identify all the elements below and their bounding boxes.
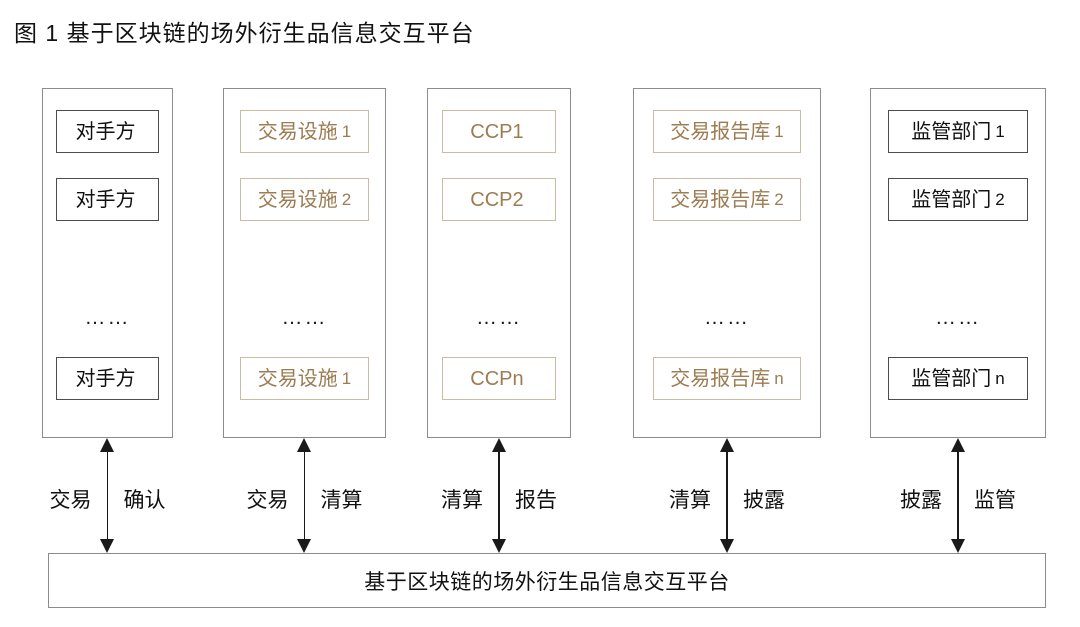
column-body: 对手方 对手方 …… 对手方 (43, 89, 172, 437)
arrow-down-head-icon (491, 539, 506, 553)
arrow-label-right: 报告 (515, 489, 557, 512)
arrow-down-head-icon (950, 539, 965, 553)
node-label: 对手方 (75, 120, 136, 143)
node-box: 对手方 (55, 357, 160, 400)
node-index: 1 (774, 122, 784, 141)
column-body: CCP1 CCP2 …… CCPn (428, 89, 570, 437)
arrow-disclose-regulate: 披露 监管 (870, 438, 1046, 553)
arrow-label-right: 监管 (974, 489, 1016, 512)
arrow-label-right: 披露 (743, 489, 785, 512)
ellipsis: …… (281, 306, 328, 329)
node-box: CCP2 (442, 178, 556, 221)
ellipsis: …… (476, 306, 522, 329)
arrow-label-left: 披露 (900, 489, 942, 512)
arrow-label: 交易 清算 (223, 484, 386, 514)
node-label: 监管部门 (911, 120, 992, 143)
node-index: n (995, 369, 1005, 388)
arrow-label: 清算 报告 (427, 484, 571, 514)
node-label: 对手方 (75, 188, 136, 211)
arrow-label-left: 交易 (49, 489, 92, 512)
arrow-shaft (106, 448, 109, 543)
node-label: 交易设施 (257, 367, 338, 390)
arrow-label: 清算 披露 (633, 484, 821, 514)
arrow-label-left: 清算 (441, 489, 483, 512)
arrow-label-left: 清算 (669, 489, 711, 512)
node-box: CCP1 (442, 110, 556, 153)
arrow-down-head-icon (719, 539, 734, 553)
platform-bar: 基于区块链的场外衍生品信息交互平台 (48, 553, 1046, 608)
arrow-up-head-icon (100, 438, 114, 452)
node-box: 对手方 (55, 178, 160, 221)
arrow-band: 交易 确认 交易 清算 清算 报告 清算 披露 (0, 438, 1080, 553)
node-label: 监管部门 (911, 367, 992, 390)
node-label: 对手方 (75, 367, 136, 390)
arrow-down-head-icon (297, 539, 311, 553)
node-index: 1 (341, 122, 352, 141)
arrow-label-right: 清算 (320, 489, 363, 512)
node-label: 交易报告库 (670, 188, 771, 211)
node-box: CCPn (442, 357, 556, 400)
node-index: 2 (774, 190, 784, 209)
node-label: 交易设施 (257, 120, 338, 143)
node-label: 交易报告库 (670, 367, 771, 390)
figure-title: 图 1 基于区块链的场外衍生品信息交互平台 (14, 20, 475, 46)
ellipsis: …… (935, 306, 981, 329)
arrow-label-left: 交易 (246, 489, 289, 512)
node-index: 1 (995, 122, 1005, 141)
column-counterparties: 对手方 对手方 …… 对手方 (42, 88, 173, 438)
node-label: 交易设施 (257, 188, 338, 211)
arrow-shaft (726, 448, 728, 543)
node-label: CCPn (470, 367, 524, 390)
arrow-trade-confirm: 交易 确认 (42, 438, 173, 553)
arrow-up-head-icon (491, 438, 506, 452)
ellipsis: …… (84, 306, 131, 329)
arrow-up-head-icon (950, 438, 965, 452)
arrow-label: 交易 确认 (42, 484, 173, 514)
node-label: CCP1 (470, 120, 524, 143)
arrow-shaft (303, 448, 306, 543)
node-index: 2 (995, 190, 1005, 209)
node-label: 监管部门 (911, 188, 992, 211)
column-ccps: CCP1 CCP2 …… CCPn (427, 88, 571, 438)
arrow-label-right: 确认 (123, 489, 166, 512)
node-label: CCP2 (470, 188, 524, 211)
arrow-shaft (498, 448, 500, 543)
node-label: 交易报告库 (670, 120, 771, 143)
arrow-shaft (957, 448, 959, 543)
arrow-clearing-report: 清算 报告 (427, 438, 571, 553)
arrow-label: 披露 监管 (870, 484, 1046, 514)
arrow-down-head-icon (100, 539, 114, 553)
arrow-clearing-disclose: 清算 披露 (633, 438, 821, 553)
ellipsis: …… (704, 306, 750, 329)
arrow-up-head-icon (719, 438, 734, 452)
node-index: 1 (341, 369, 352, 388)
node-index: n (774, 369, 784, 388)
arrow-trade-clearing: 交易 清算 (223, 438, 386, 553)
node-box: 对手方 (55, 110, 160, 153)
arrow-up-head-icon (297, 438, 311, 452)
node-index: 2 (341, 190, 352, 209)
